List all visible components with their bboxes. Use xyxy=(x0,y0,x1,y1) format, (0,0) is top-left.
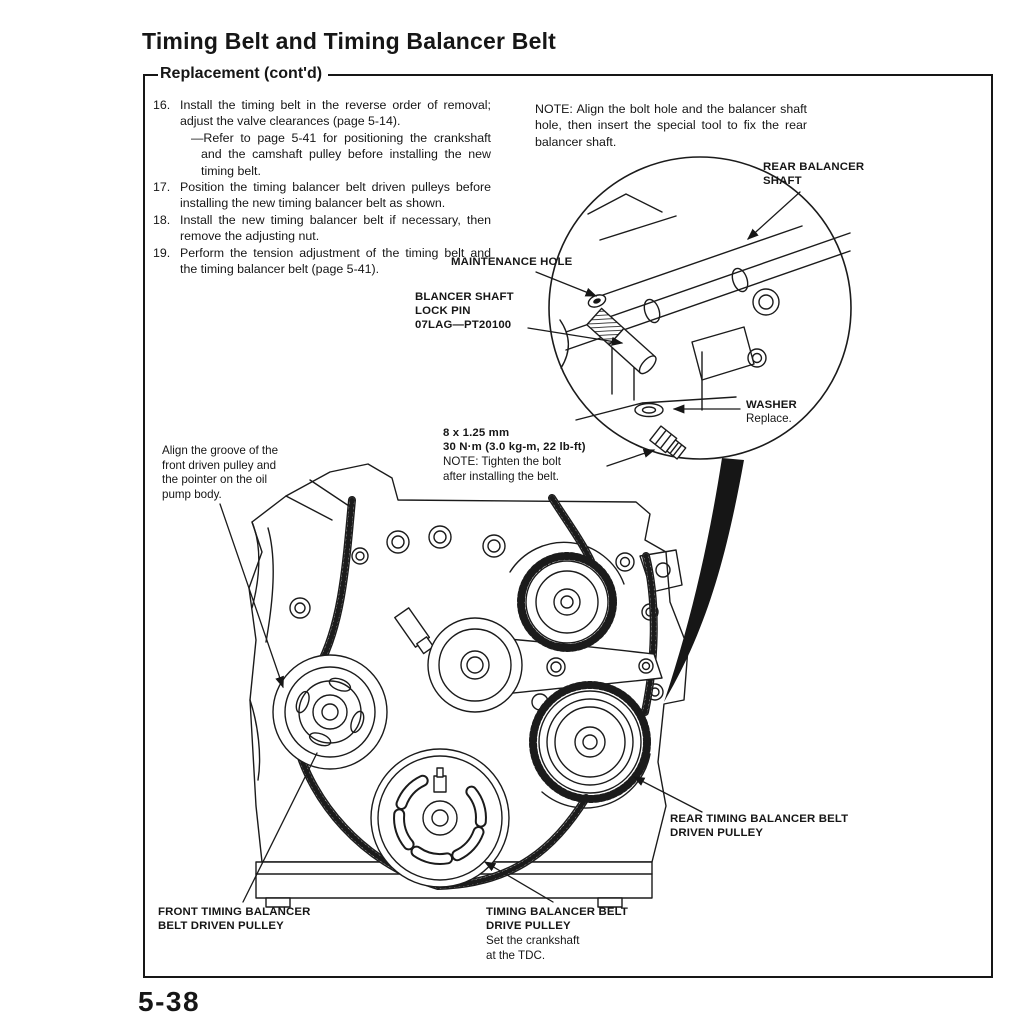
rear-driven-pulley-art xyxy=(529,681,651,803)
instruction-item: 18. Install the new timing balancer belt… xyxy=(153,212,493,245)
item-text: Install the timing belt in the reverse o… xyxy=(180,98,491,129)
label-rear-driven-pulley: REAR TIMING BALANCER BELT DRIVEN PULLEY xyxy=(670,813,849,840)
inset-circle xyxy=(548,156,852,460)
belt-crescent xyxy=(664,458,744,702)
section-label: Replacement (cont'd) xyxy=(158,63,329,84)
leader-bolt xyxy=(606,449,656,467)
label-bolt-spec: 8 x 1.25 mm 30 N·m (3.0 kg-m, 22 lb-ft) xyxy=(443,427,586,454)
instruction-item: 17. Position the timing balancer belt dr… xyxy=(153,179,493,212)
leader-rear-pulley xyxy=(632,776,703,813)
label-drive-pulley-sub: Set the crankshaft at the TDC. xyxy=(486,934,580,962)
leader-lock-pin xyxy=(527,327,624,346)
leader-drive-pulley xyxy=(483,861,554,903)
leader-maintenance-hole xyxy=(535,271,598,297)
item-number: 17. xyxy=(153,180,171,195)
label-front-driven-pulley: FRONT TIMING BALANCER BELT DRIVEN PULLEY xyxy=(158,906,311,933)
leader-rear-balancer-shaft xyxy=(747,191,801,240)
page-title: Timing Belt and Timing Balancer Belt xyxy=(142,28,557,54)
maintenance-hole-art xyxy=(587,294,607,308)
label-washer-replace: Replace. xyxy=(746,412,792,425)
item-text: Position the timing balancer belt driven… xyxy=(180,180,491,211)
item-number: 16. xyxy=(153,98,171,112)
label-maintenance-hole: MAINTENANCE HOLE xyxy=(451,256,573,268)
leader-front-pulley xyxy=(242,752,318,903)
item-text: Perform the tension adjustment of the ti… xyxy=(180,245,491,277)
item-text: Install the new timing balancer belt if … xyxy=(180,212,491,244)
timing-belt-drive-gear xyxy=(517,552,617,652)
leader-align-note xyxy=(219,503,284,689)
instruction-item: 19. Perform the tension adjustment of th… xyxy=(153,245,493,278)
section-frame xyxy=(143,74,993,978)
idler-pulley xyxy=(427,617,523,713)
label-rear-balancer-shaft: REAR BALANCER SHAFT xyxy=(763,161,865,188)
label-washer: WASHER xyxy=(746,399,797,411)
bolt-art xyxy=(649,425,687,460)
label-lock-pin: BLANCER SHAFT LOCK PIN 07LAG—PT20100 xyxy=(415,291,514,332)
item-subtext: —Refer to page 5-41 for positioning the … xyxy=(191,130,491,178)
instruction-item: 16. Install the timing belt in the rever… xyxy=(153,97,493,130)
item-number: 19. xyxy=(153,245,171,260)
page-number: 5-38 xyxy=(138,986,201,1017)
label-align-note: Align the groove of the front driven pul… xyxy=(162,444,279,501)
label-bolt-note: NOTE: Tighten the bolt after installing … xyxy=(443,455,561,483)
washer-art xyxy=(634,402,664,418)
label-drive-pulley: TIMING BALANCER BELT DRIVE PULLEY xyxy=(486,906,628,933)
drive-pulley-art xyxy=(370,748,510,888)
leader-lines xyxy=(219,191,801,903)
item-number: 18. xyxy=(153,212,171,227)
instruction-list: 16. Install the timing belt in the rever… xyxy=(153,97,493,277)
front-driven-pulley xyxy=(272,654,388,770)
note-paragraph: NOTE: Align the bolt hole and the balanc… xyxy=(535,102,807,149)
